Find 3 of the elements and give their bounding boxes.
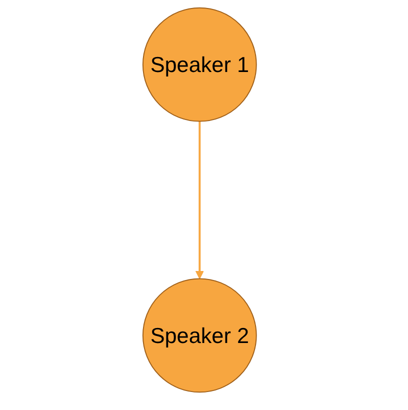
node-circle: Speaker 1	[142, 7, 258, 122]
node-circle: Speaker 2	[142, 278, 258, 393]
arrow	[196, 121, 204, 280]
